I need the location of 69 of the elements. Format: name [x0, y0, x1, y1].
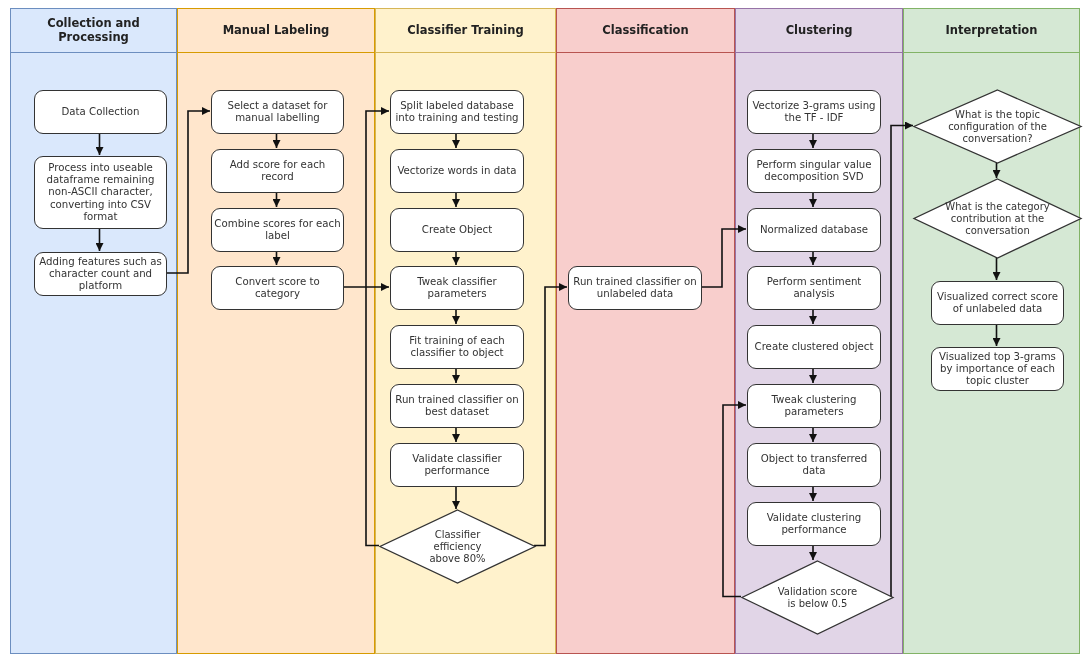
arrow: [452, 132, 460, 149]
arrow: [809, 485, 817, 502]
decision-text: What is the topic configuration of the conversation?: [947, 108, 1048, 145]
arrow: [165, 107, 211, 274]
process-box: Visualized correct score of unlabeled data: [931, 281, 1064, 325]
swimlane: [10, 8, 177, 654]
arrow: [992, 256, 1001, 281]
arrow: [452, 367, 460, 384]
process-box: Add score for each record: [211, 149, 344, 193]
swimlane: [375, 8, 556, 654]
swimlane: [556, 8, 735, 654]
arrow: [95, 227, 104, 252]
process-box: Run trained classifier on unlabeled data: [568, 266, 702, 310]
arrow: [890, 121, 914, 598]
process-box: Perform singular value decomposition SVD: [747, 149, 881, 193]
arrow: [365, 107, 390, 547]
process-box: Perform sentiment analysis: [747, 266, 881, 310]
arrow: [342, 283, 390, 291]
process-box: Vectorize words in data: [390, 149, 524, 193]
decision-text: What is the category contribution at the conversation: [944, 200, 1051, 237]
arrow: [272, 250, 281, 266]
arrow: [533, 283, 568, 547]
decision-diamond: [742, 561, 893, 634]
process-box: Normalized database: [747, 208, 881, 252]
arrow: [452, 191, 460, 208]
process-box: Combine scores for each label: [211, 208, 344, 252]
process-box: Create Object: [390, 208, 524, 252]
process-box: Convert score to category: [211, 266, 344, 310]
decision-diamond: [380, 510, 535, 583]
arrow: [809, 544, 817, 561]
arrow: [992, 161, 1001, 179]
process-box: Tweak classifier parameters: [390, 266, 524, 310]
process-box: Fit training of each classifier to object: [390, 325, 524, 369]
process-box: Adding features such as character count and platform: [34, 252, 167, 296]
arrow: [452, 485, 460, 510]
arrow: [700, 225, 747, 288]
swimlane: [177, 8, 375, 654]
arrow: [452, 426, 460, 443]
process-box: Vectorize 3-grams using the TF - IDF: [747, 90, 881, 134]
process-box: Validate clustering performance: [747, 502, 881, 546]
arrow: [452, 250, 460, 266]
arrow: [992, 323, 1001, 347]
arrow: [722, 401, 747, 598]
decision-diamond: [914, 90, 1081, 163]
decision-diamond: [914, 179, 1081, 258]
process-box: Process into useable dataframe remaining non-ASCII character, converting into CSV format: [34, 156, 167, 229]
process-box: Run trained classifier on best dataset: [390, 384, 524, 428]
arrow: [809, 426, 817, 443]
arrow: [272, 191, 281, 208]
arrow: [95, 132, 104, 156]
arrow: [809, 308, 817, 325]
decision-text: Validation score is below 0.5: [777, 585, 858, 610]
arrow: [452, 308, 460, 325]
process-box: Data Collection: [34, 90, 167, 134]
decision-text: Classifier efficiency above 80%: [428, 528, 487, 565]
arrow: [809, 191, 817, 208]
arrow: [272, 132, 281, 149]
arrow: [809, 250, 817, 266]
arrow: [809, 367, 817, 384]
swimlane: [735, 8, 903, 654]
swimlane: [903, 8, 1080, 654]
process-box: Visualized top 3-grams by importance of each topic cluster: [931, 347, 1064, 391]
arrow: [809, 132, 817, 149]
process-box: Select a dataset for manual labelling: [211, 90, 344, 134]
process-box: Tweak clustering parameters: [747, 384, 881, 428]
process-box: Object to transferred data: [747, 443, 881, 487]
process-box: Split labeled database into training and testing: [390, 90, 524, 134]
process-box: Create clustered object: [747, 325, 881, 369]
process-box: Validate classifier performance: [390, 443, 524, 487]
